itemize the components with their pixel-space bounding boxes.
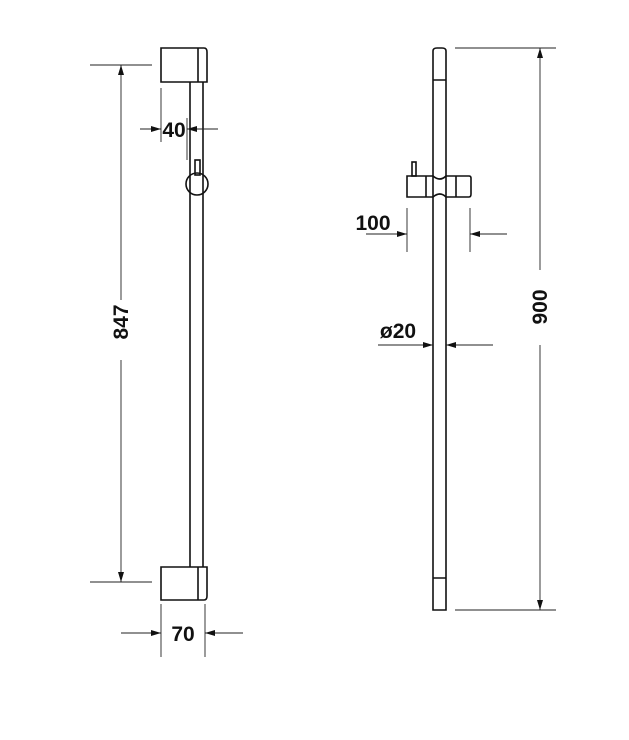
slider-knob: [185, 172, 209, 196]
slider-pin: [194, 159, 201, 176]
dim-100-label: 100: [355, 212, 390, 235]
dimension-diameter-20: ø20: [378, 320, 493, 348]
dim-40-label: 40: [162, 119, 185, 142]
dimension-847: 847: [90, 64, 152, 583]
bottom-bracket: [160, 566, 208, 601]
dimension-100: 100: [355, 208, 507, 252]
dim-diameter-label: ø20: [380, 320, 416, 343]
front-view: 847 40 70: [90, 47, 243, 657]
dimension-900: 900: [455, 47, 556, 611]
dimension-70: 70: [121, 604, 243, 657]
rail: [432, 47, 447, 611]
dim-847-label: 847: [110, 304, 133, 339]
dim-900-label: 900: [529, 289, 552, 324]
slider-pin: [411, 161, 417, 177]
top-bracket: [160, 47, 208, 83]
dim-70-label: 70: [171, 623, 194, 646]
dimension-40: 40: [140, 88, 218, 160]
slider-clamp: [406, 175, 472, 198]
side-view: 900 100 ø20: [355, 47, 556, 611]
